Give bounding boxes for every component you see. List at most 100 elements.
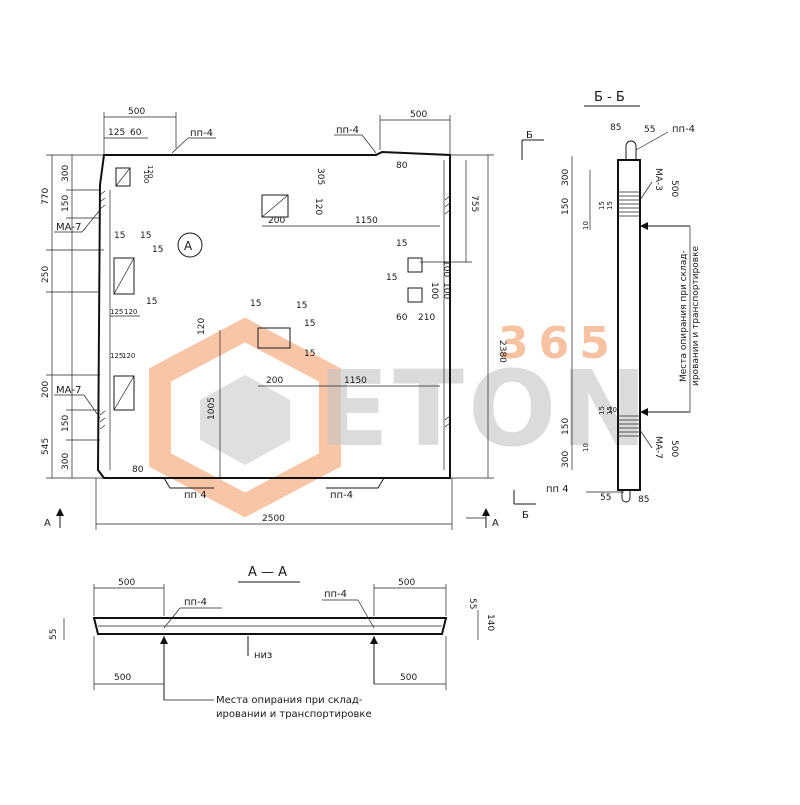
leader-a-pp4-left [163,607,181,629]
dim-15-g: 15 [304,319,315,329]
section-b-bottom-lug [621,490,631,503]
leader-b-ma7 [639,429,653,449]
section-marker-right-arrow [482,508,490,516]
section-b-dim-85-bot: 85 [638,495,649,505]
section-b-dim-15a-top: 15 [598,201,606,210]
section-b-dim-10-bot: 10 [582,443,590,452]
label-ma7-upper: МА-7 [56,222,81,233]
section-b-dim-15b-bot: 15 [606,406,614,415]
section-a-note-line2: ировании и транспортировке [216,709,372,720]
section-b-note-line2: ировании и транспортировке [691,246,701,386]
dim-top-500-left: 500 [128,107,145,117]
section-b-dim-300-bot: 300 [561,451,571,468]
bottom-lug-right [326,477,385,489]
section-b-title: Б - Б [594,90,625,105]
dim-left-300b: 300 [61,453,71,470]
section-a-arrowhead-left [160,636,168,644]
dim-100-c: 100 [429,282,439,299]
dim-top-60: 60 [130,128,142,138]
dim-125-a: 125 [110,308,123,316]
dim-1150-a: 1150 [355,216,378,226]
opening-5-diag [113,375,135,411]
section-b-body [617,159,641,491]
section-a-bottom-label: низ [254,650,272,661]
inner-dims: 305 120 1150 200 120 1005 200 1150 80 80… [110,161,451,478]
dim-left-150: 150 [61,195,71,212]
dim-15-e: 15 [250,299,261,309]
dim-1005: 1005 [207,397,217,420]
section-b-support-arrowhead-bot [640,408,648,416]
dim-top-125: 125 [108,128,125,138]
dim-120-c: 120 [124,308,137,316]
section-a-dim-500-tl: 500 [118,578,135,588]
section-a-dim-500-br: 500 [400,673,417,683]
dim-left-545: 545 [41,438,51,455]
dim-100-d: 100 [142,170,150,183]
leader-b-pp4-top [635,131,669,151]
mark-label: А [184,239,193,253]
section-a-note-line1: Места опирания при склад- [216,695,363,706]
leader-pp4-tl [171,137,189,154]
dim-right-755: 755 [469,195,479,212]
section-a-pp4-left: пп-4 [184,597,207,608]
leader-ma7-upper [81,209,101,233]
dim-15-c: 15 [152,245,163,255]
dim-left-ticks [46,154,104,479]
section-marker-left-arrow [56,508,64,516]
section-b-dim-15a-bot: 15 [598,406,606,415]
section-marker-right: А [492,518,499,529]
dim-80-a: 80 [396,161,408,171]
section-b-marker-bottom: Б [522,510,529,521]
dim-125-b: 125 [110,352,123,360]
section-b-hatch-bottom [618,415,640,437]
opening-2-diag [261,194,289,218]
hatch-left-upper [99,190,106,210]
label-pp4-bl: пп 4 [184,490,207,501]
embed-1 [407,257,423,273]
hatch-right-upper [444,195,451,215]
section-a-pp4-right: пп-4 [324,589,347,600]
section-a-dim-500-tr: 500 [398,578,415,588]
section-a-view: А — А 500 500 55 55 140 пп-4 пп-4 низ 50… [49,565,495,720]
section-b-pp4-bottom: пп 4 [546,484,569,495]
section-a-dim-500-bl: 500 [114,673,131,683]
leader-ma7-lower [83,394,101,419]
leader-pp4-tr [361,134,377,154]
watermark: 365 ETON [149,317,647,518]
section-b-dim-85-top: 85 [610,123,621,133]
section-a-dim-140: 140 [485,614,495,631]
dim-15-j: 15 [386,273,397,283]
dim-left-770: 770 [41,188,51,205]
hatch-right-lower [444,415,451,428]
opening-3-diag [113,257,135,295]
section-b-view: Б - Б Б Б 85 55 пп-4 300 150 10 15 [513,90,701,521]
dim-200-b: 200 [266,376,283,386]
watermark-hexagon [149,317,341,518]
dim-15-d: 15 [146,297,157,307]
dim-15-h: 15 [304,349,315,359]
dim-120-b: 120 [197,318,207,335]
dim-right-2380: 2380 [497,340,507,363]
section-b-ma7: МА-7 [653,436,663,459]
dim-305: 305 [315,168,325,185]
section-b-marker-top: Б [526,130,533,141]
dim-1150-b: 1150 [344,376,367,386]
dim-top-500-right: 500 [410,110,427,120]
label-pp4-tr: пп-4 [336,125,359,136]
label-pp4-tl: пп-4 [190,128,213,139]
watermark-number: 365 [498,318,620,369]
section-marker-left: А [44,518,51,529]
section-b-support-arrowhead-top [640,222,648,230]
dim-bottom-2500: 2500 [262,514,285,524]
section-a-dim-55-right: 55 [467,598,477,609]
leader-a-pp4-right [357,599,375,629]
dim-100-b: 100 [441,282,451,299]
dim-120-e: 120 [146,165,154,178]
dim-60: 60 [396,313,408,323]
section-a-dim-55-left: 55 [49,629,59,640]
dim-15-i: 15 [396,239,407,249]
section-b-dim-15b-top: 15 [606,201,614,210]
opening-4 [257,327,291,349]
